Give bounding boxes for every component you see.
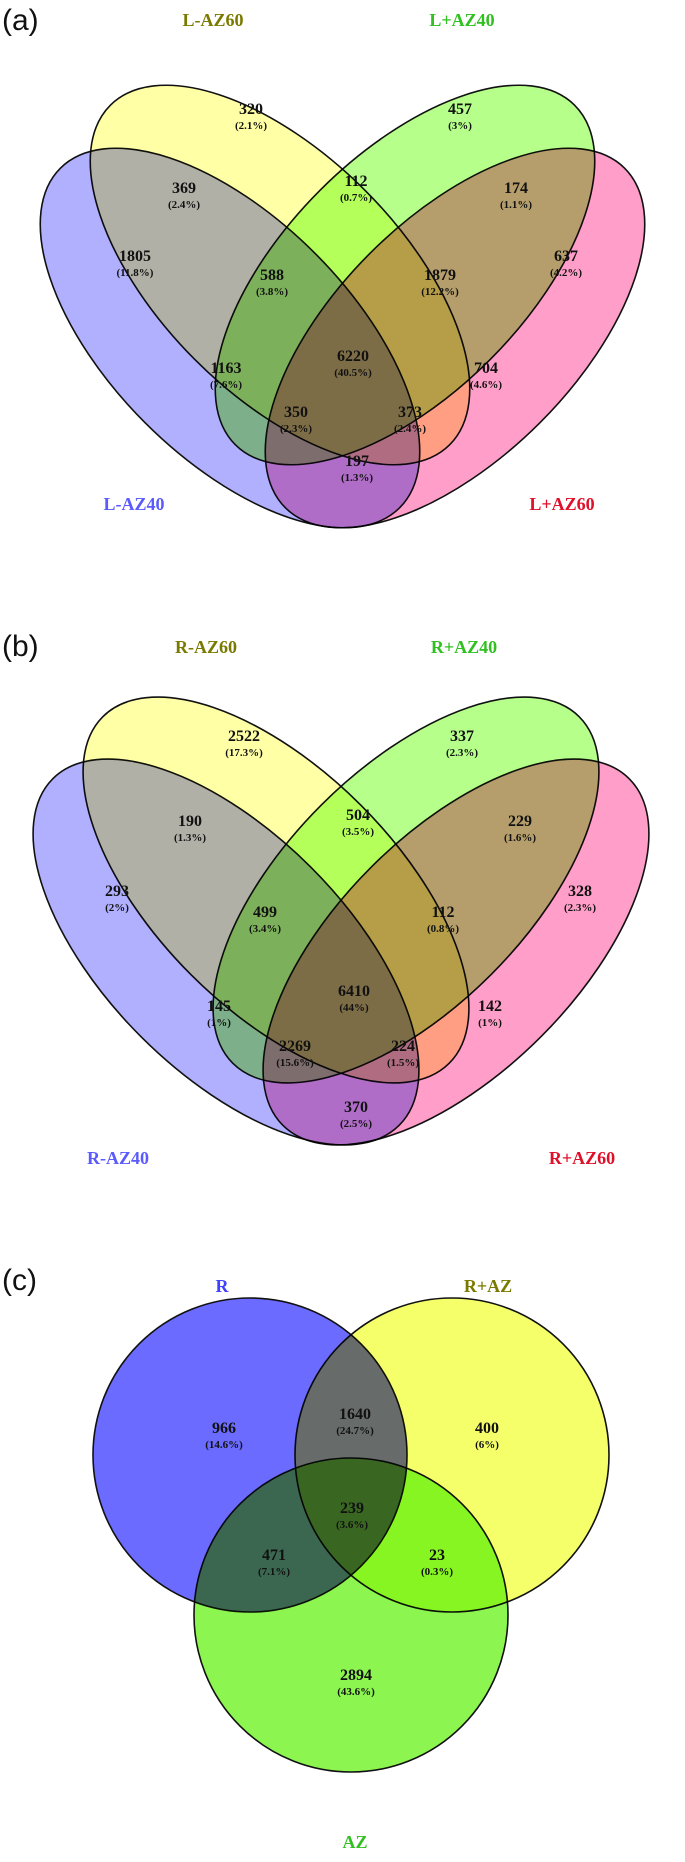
region-count: 588	[260, 267, 284, 284]
region-count: 637	[554, 248, 578, 265]
region-percent: (1.3%)	[174, 832, 206, 844]
region-percent: (3.8%)	[256, 286, 288, 298]
set-label-l-az60: L-AZ60	[182, 10, 243, 30]
region-count: 197	[345, 453, 369, 470]
region-count: 239	[340, 1500, 364, 1517]
venn-panel-b: (b) R-AZ60 R+AZ40 R-AZ40 R+AZ60 2522 (17…	[2, 630, 650, 1168]
region-count: 400	[475, 1420, 499, 1437]
region-percent: (2.3%)	[446, 747, 478, 759]
region-count: 112	[344, 173, 367, 190]
region-count: 373	[398, 404, 422, 421]
region-count: 112	[431, 904, 454, 921]
region-count: 6220	[337, 348, 369, 365]
region-count: 6410	[338, 983, 370, 1000]
region-count: 471	[262, 1547, 286, 1564]
region-percent: (15.6%)	[276, 1057, 314, 1069]
region-percent: (2.3%)	[564, 902, 596, 914]
region-percent: (14.6%)	[205, 1439, 243, 1451]
region-count: 224	[391, 1038, 415, 1055]
set-label-r-az60: R-AZ60	[175, 637, 237, 657]
set-label-l-az40-plus: L+AZ40	[429, 10, 494, 30]
panel-b-label: (b)	[2, 630, 39, 663]
region-percent: (0.3%)	[421, 1566, 453, 1578]
region-percent: (2.5%)	[340, 1118, 372, 1130]
region-count: 2269	[279, 1038, 311, 1055]
region-count: 23	[429, 1547, 445, 1564]
panel-a-label: (a)	[2, 4, 39, 37]
set-label-r-az60-plus: R+AZ60	[549, 1148, 615, 1168]
region-count: 320	[239, 101, 263, 118]
region-percent: (4.6%)	[470, 379, 502, 391]
region-count: 1879	[424, 267, 456, 284]
region-percent: (1%)	[207, 1017, 231, 1029]
region-count: 145	[207, 998, 231, 1015]
region-percent: (4.2%)	[550, 267, 582, 279]
region-count: 2522	[228, 728, 260, 745]
set-label-r: R	[216, 1276, 230, 1296]
region-percent: (7.1%)	[258, 1566, 290, 1578]
region-percent: (1.5%)	[387, 1057, 419, 1069]
set-label-r-az40-plus: R+AZ40	[431, 637, 497, 657]
set-label-l-az60-plus: L+AZ60	[529, 494, 594, 514]
region-percent: (17.3%)	[225, 747, 263, 759]
region-count: 504	[346, 807, 370, 824]
ellipse-r-az60-plus	[262, 758, 650, 1146]
venn-panel-c: (c) R R+AZ AZ 966 (14.6%) 1640 (24.7%) 4…	[2, 1264, 610, 1852]
region-count: 174	[504, 180, 528, 197]
region-percent: (2.1%)	[235, 120, 267, 132]
region-count: 369	[172, 180, 196, 197]
region-percent: (3.5%)	[342, 826, 374, 838]
region-percent: (1.3%)	[341, 472, 373, 484]
region-percent: (3.6%)	[336, 1519, 368, 1531]
region-percent: (0.7%)	[340, 192, 372, 204]
region-percent: (1%)	[478, 1017, 502, 1029]
region-count: 190	[178, 813, 202, 830]
region-count: 370	[344, 1099, 368, 1116]
region-count: 1163	[210, 360, 241, 377]
region-count: 2894	[340, 1667, 372, 1684]
region-percent: (43.6%)	[337, 1686, 375, 1698]
venn-panel-a: (a) L-AZ60 L+AZ40 L-AZ40 L+AZ60 320 (2.1…	[2, 4, 646, 529]
region-count: 966	[212, 1420, 236, 1437]
region-percent: (1.1%)	[500, 199, 532, 211]
panel-c-label: (c)	[2, 1264, 37, 1297]
region-percent: (3%)	[448, 120, 472, 132]
region-percent: (2.3%)	[280, 423, 312, 435]
region-percent: (12.2%)	[421, 286, 459, 298]
region-count: 457	[448, 101, 472, 118]
set-label-l-az40: L-AZ40	[103, 494, 164, 514]
region-count: 328	[568, 883, 592, 900]
region-percent: (2.4%)	[168, 199, 200, 211]
circle-az	[193, 1457, 509, 1773]
set-label-az: AZ	[342, 1832, 367, 1852]
region-percent: (1.6%)	[504, 832, 536, 844]
region-percent: (2%)	[105, 902, 129, 914]
set-label-r-az: R+AZ	[464, 1276, 512, 1296]
region-percent: (24.7%)	[336, 1425, 374, 1437]
region-percent: (2.4%)	[394, 423, 426, 435]
region-count: 1805	[119, 248, 151, 265]
region-percent: (44%)	[339, 1002, 369, 1014]
region-count: 142	[478, 998, 502, 1015]
region-count: 1640	[339, 1406, 371, 1423]
region-count: 704	[474, 360, 498, 377]
region-percent: (6%)	[475, 1439, 499, 1451]
ellipse-l-az60-plus	[264, 147, 646, 529]
region-count: 293	[105, 883, 129, 900]
region-percent: (11.8%)	[117, 267, 154, 279]
set-label-r-az40: R-AZ40	[87, 1148, 149, 1168]
region-percent: (40.5%)	[334, 367, 372, 379]
region-percent: (3.4%)	[249, 923, 281, 935]
region-percent: (7.6%)	[210, 379, 242, 391]
region-count: 350	[284, 404, 308, 421]
region-percent: (0.8%)	[427, 923, 459, 935]
region-count: 337	[450, 728, 474, 745]
region-count: 499	[253, 904, 277, 921]
region-count: 229	[508, 813, 532, 830]
